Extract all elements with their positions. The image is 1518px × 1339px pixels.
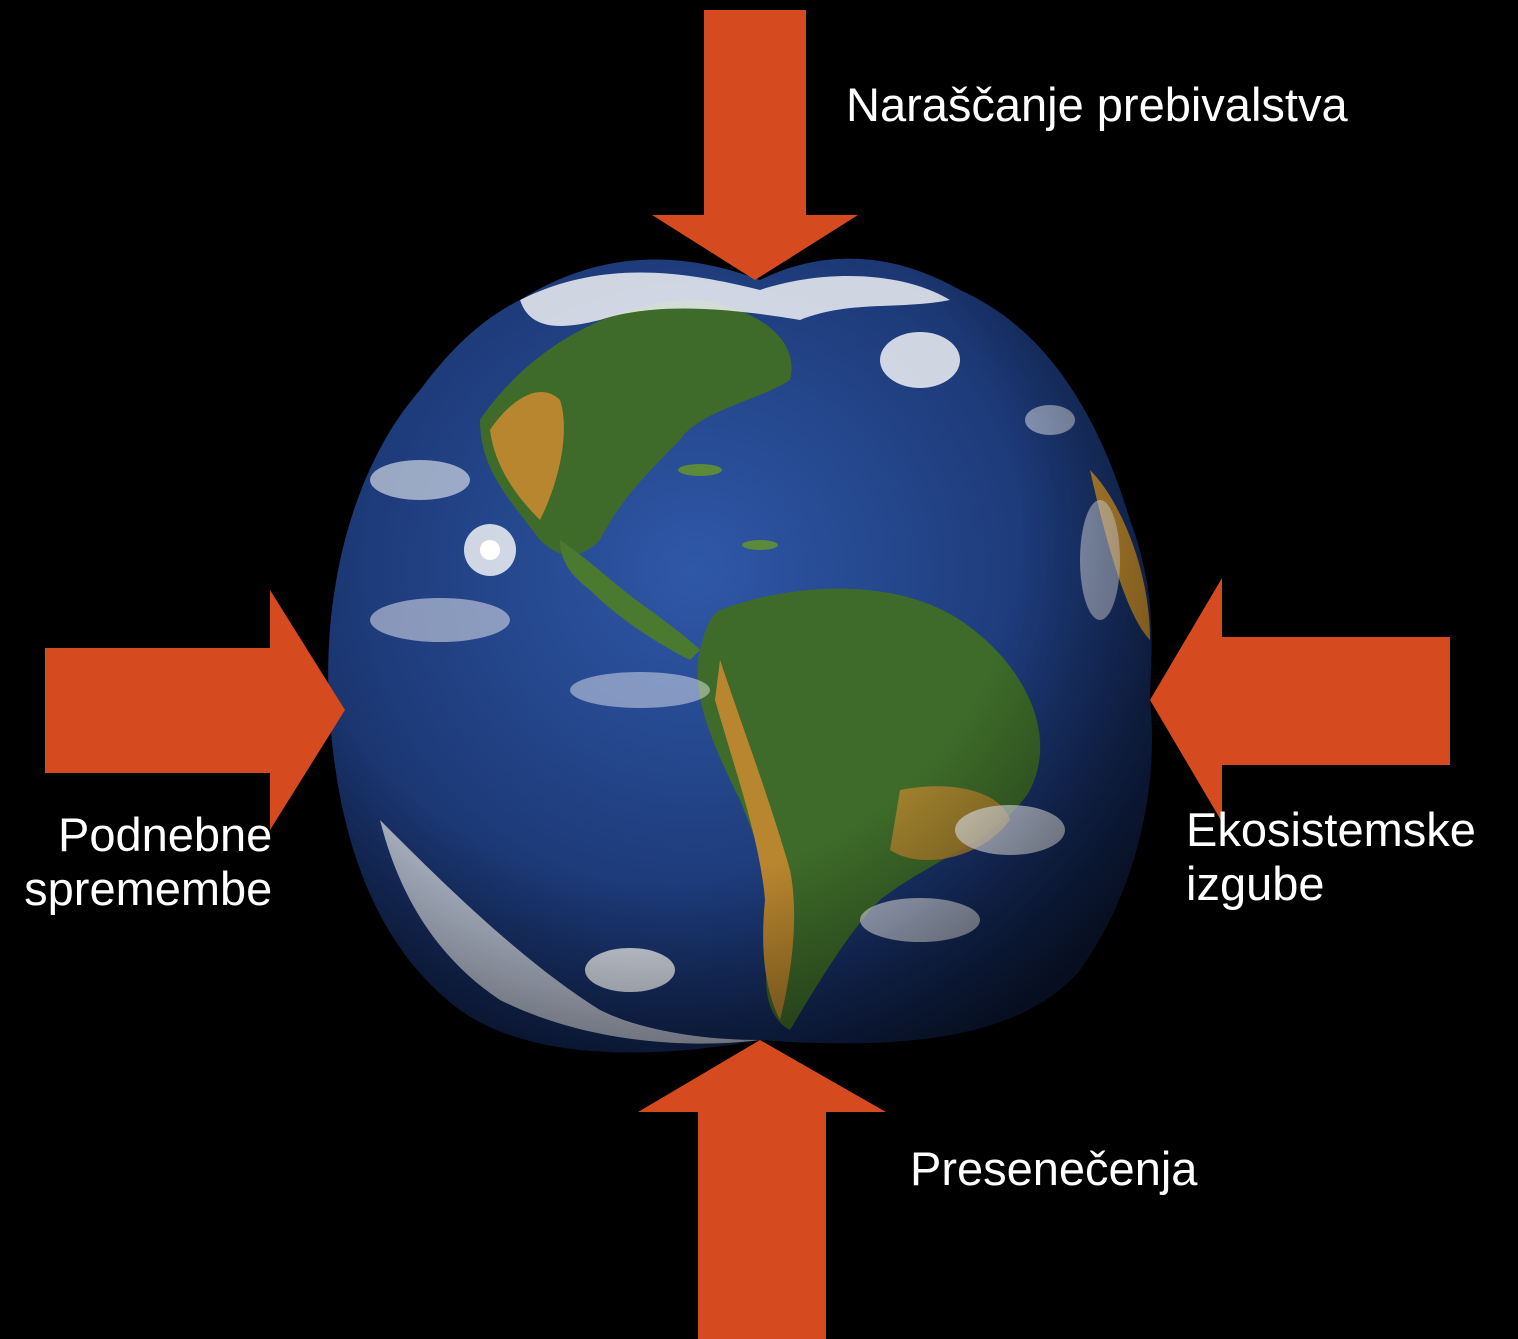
arrow-right-icon [45,590,345,830]
pressure-label-bottom: Presenečenja [910,1142,1197,1196]
pressure-label-top-text: Naraščanje prebivalstva [846,78,1348,132]
arrow-down-icon [652,10,858,280]
pressure-label-left-line2: spremembe [20,862,272,916]
pressure-label-right-line2: izgube [1186,857,1476,911]
pressure-label-right: Ekosistemske izgube [1186,803,1476,911]
pressure-label-left: Podnebne spremembe [20,808,272,916]
pressure-label-bottom-text: Presenečenja [910,1142,1197,1196]
arrow-left-icon [1150,578,1450,822]
arrow-up-icon [638,1040,886,1339]
pressure-label-right-line1: Ekosistemske [1186,803,1476,857]
pressure-label-left-line1: Podnebne [20,808,272,862]
pressure-label-top: Naraščanje prebivalstva [846,78,1348,132]
earth-icon [300,230,1180,1080]
